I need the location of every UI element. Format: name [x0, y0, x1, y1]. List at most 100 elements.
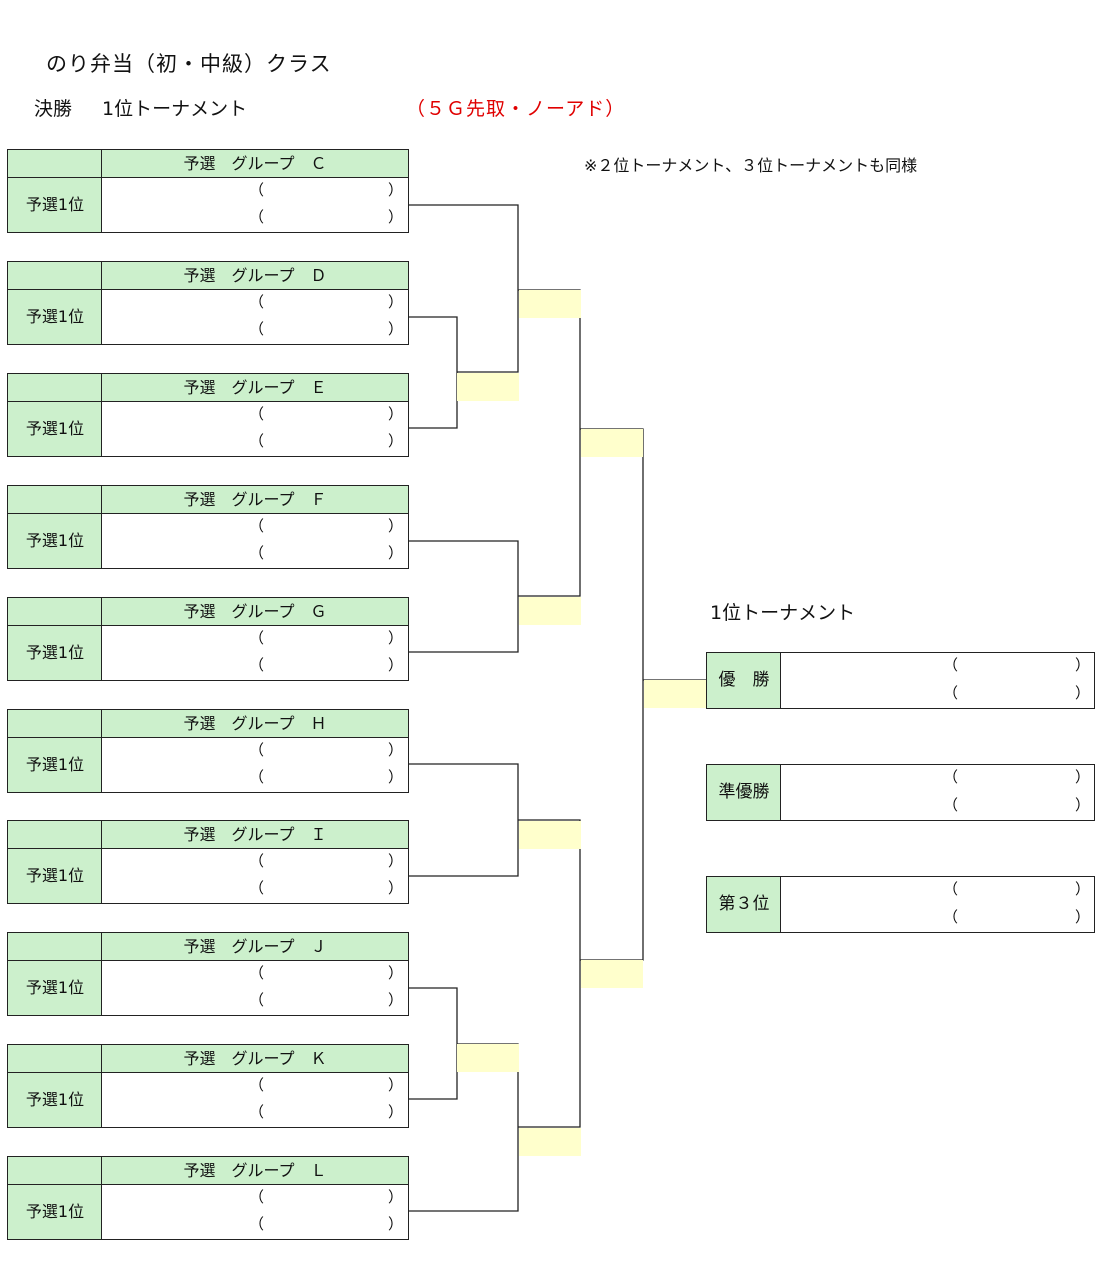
group-corner-cell — [7, 373, 103, 402]
rank-label: 予選1位 — [7, 401, 103, 457]
paren-close: ） — [1075, 656, 1091, 674]
entry-field[interactable]: （）（） — [101, 513, 409, 569]
result-label: 第３位 — [706, 876, 782, 933]
paren-open: （ — [249, 741, 265, 759]
group-corner-cell — [7, 261, 103, 290]
paren-close: ） — [388, 293, 404, 311]
group-header: 予選 グループ Ｋ — [101, 1044, 409, 1073]
result-row: 準優勝（）（） — [706, 764, 1095, 821]
rank-label: 予選1位 — [7, 625, 103, 681]
paren-open: （ — [943, 908, 959, 926]
group-corner-cell — [7, 597, 103, 626]
entry-field[interactable]: （）（） — [101, 848, 409, 904]
paren-close: ） — [388, 405, 404, 423]
entry-field[interactable]: （）（） — [101, 625, 409, 681]
entry-field[interactable]: （ ） （ ） — [101, 960, 409, 1016]
result-field[interactable]: （）（） — [780, 764, 1095, 821]
rank-label: 予選1位 — [7, 513, 103, 569]
rank-label: 予選1位 — [7, 960, 103, 1016]
paren-open: （ — [249, 852, 265, 870]
paren-open: （ — [249, 1188, 265, 1206]
entry-field[interactable]: （）（） — [101, 177, 409, 233]
paren-open: （ — [249, 293, 265, 311]
group-header: 予選 グループ Ｊ — [101, 932, 409, 961]
result-label: 準優勝 — [706, 764, 782, 821]
paren-open: （ — [249, 517, 265, 535]
paren-close: ） — [388, 991, 404, 1009]
match-band — [581, 960, 643, 988]
paren-close: ） — [1075, 796, 1091, 814]
paren-open: （ — [249, 629, 265, 647]
paren-close: ） — [388, 629, 404, 647]
group-header: 予選 グループ Ｌ — [101, 1156, 409, 1185]
result-row: 第３位 （ ） （ ） — [706, 876, 1095, 933]
paren-open: （ — [249, 991, 265, 1009]
match-band — [519, 1128, 581, 1156]
rank-label: 予選1位 — [7, 177, 103, 233]
group-header: 予選 グループ Ｇ — [101, 597, 409, 626]
paren-open: （ — [249, 879, 265, 897]
group-header: 予選 グループ Ｉ — [101, 820, 409, 849]
group-header: 予選 グループ Ｄ — [101, 261, 409, 290]
group-header: 予選 グループ Ｃ — [101, 149, 409, 178]
group-corner-cell — [7, 1156, 103, 1185]
match-band — [457, 1044, 519, 1072]
group-corner-cell — [7, 149, 103, 178]
paren-open: （ — [943, 684, 959, 702]
paren-open: （ — [249, 544, 265, 562]
group-header: 予選 グループ Ｈ — [101, 709, 409, 738]
results-title: 1位トーナメント — [710, 602, 856, 624]
paren-close: ） — [388, 1076, 404, 1094]
group-corner-cell — [7, 1044, 103, 1073]
rank-label: 予選1位 — [7, 737, 103, 793]
subtitle-tournament: 1位トーナメント — [102, 98, 248, 120]
match-band — [519, 597, 581, 625]
entry-field[interactable]: （）（） — [101, 401, 409, 457]
group-corner-cell — [7, 709, 103, 738]
group-header: 予選 グループ Ｆ — [101, 485, 409, 514]
paren-close: ） — [388, 964, 404, 982]
group-corner-cell — [7, 485, 103, 514]
paren-open: （ — [943, 880, 959, 898]
paren-open: （ — [249, 964, 265, 982]
entry-field[interactable]: （）（） — [101, 737, 409, 793]
paren-close: ） — [388, 741, 404, 759]
entry-field[interactable]: （ ） （ ） — [101, 1072, 409, 1128]
match-band — [644, 680, 706, 708]
paren-close: ） — [1075, 908, 1091, 926]
result-field[interactable]: （ ） （ ） — [780, 876, 1095, 933]
paren-close: ） — [388, 1103, 404, 1121]
group-corner-cell — [7, 932, 103, 961]
paren-close: ） — [1075, 880, 1091, 898]
paren-open: （ — [943, 656, 959, 674]
rank-label: 予選1位 — [7, 1184, 103, 1240]
paren-open: （ — [943, 768, 959, 786]
match-band — [519, 290, 581, 318]
paren-close: ） — [388, 879, 404, 897]
result-field[interactable]: （ ） （ ） — [780, 652, 1095, 709]
entry-field[interactable]: （）（） — [101, 1184, 409, 1240]
paren-open: （ — [249, 405, 265, 423]
paren-close: ） — [388, 1188, 404, 1206]
paren-open: （ — [249, 320, 265, 338]
group-corner-cell — [7, 820, 103, 849]
rank-label: 予選1位 — [7, 848, 103, 904]
paren-close: ） — [388, 517, 404, 535]
entry-field[interactable]: （）（） — [101, 289, 409, 345]
paren-open: （ — [249, 432, 265, 450]
paren-open: （ — [249, 1076, 265, 1094]
paren-open: （ — [249, 656, 265, 674]
result-label: 優 勝 — [706, 652, 782, 709]
paren-open: （ — [249, 1103, 265, 1121]
rank-label: 予選1位 — [7, 1072, 103, 1128]
match-band — [519, 821, 581, 849]
paren-close: ） — [1075, 684, 1091, 702]
note-text: ※２位トーナメント、３位トーナメントも同様 — [584, 156, 918, 175]
result-row: 優 勝 （ ） （ ） — [706, 652, 1095, 709]
match-band — [457, 373, 519, 401]
